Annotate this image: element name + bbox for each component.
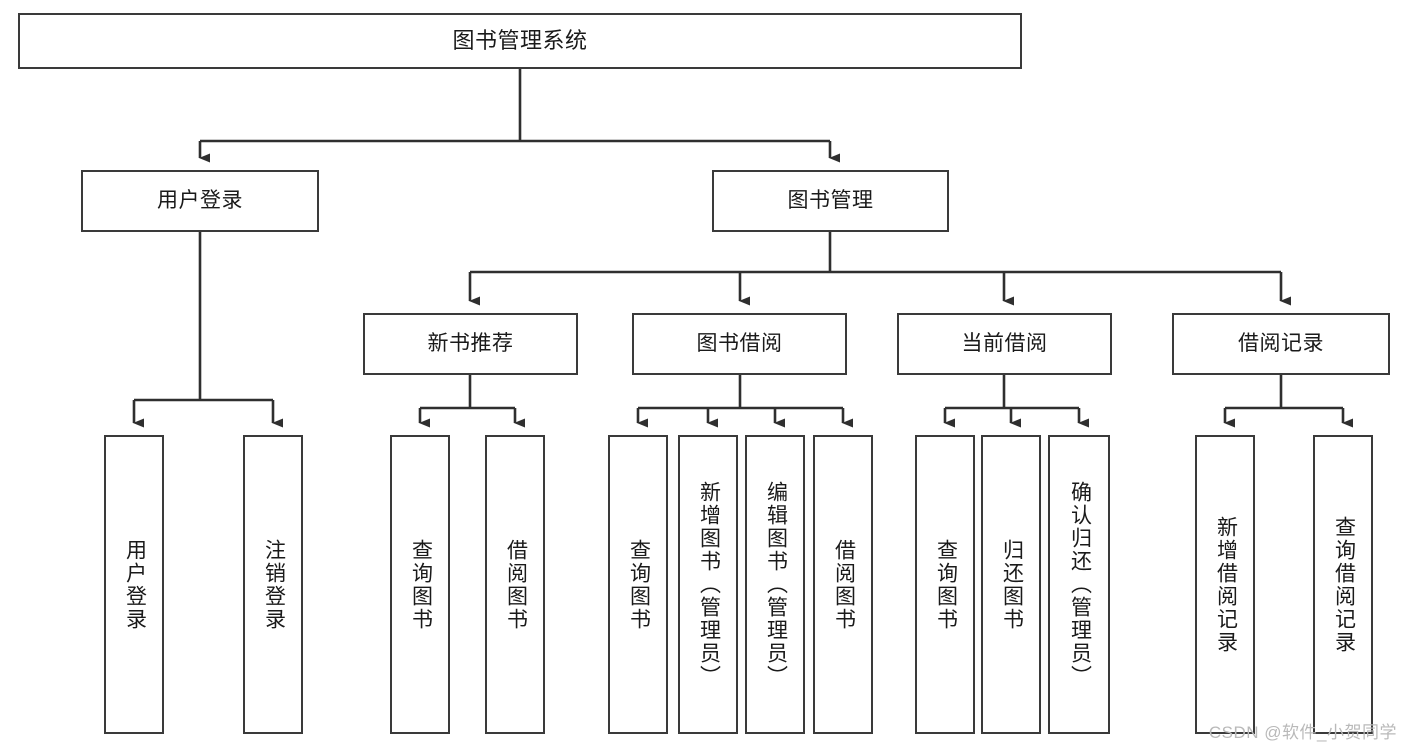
leaf-query-book-1[interactable]: 查询图书 [390, 435, 450, 734]
leaf-add-book[interactable]: 新增图书（管理员） [678, 435, 738, 734]
leaf-add-record-label: 新增借阅记录 [1214, 515, 1238, 654]
leaf-confirm-return[interactable]: 确认归还（管理员） [1048, 435, 1110, 734]
node-book-borrow[interactable]: 图书借阅 [632, 313, 847, 375]
node-book-borrow-label: 图书借阅 [696, 332, 783, 356]
node-user-login[interactable]: 用户登录 [81, 170, 319, 232]
node-book-manage[interactable]: 图书管理 [712, 170, 949, 232]
leaf-query-record[interactable]: 查询借阅记录 [1313, 435, 1373, 734]
node-root-label: 图书管理系统 [452, 27, 588, 53]
leaf-user-login-label: 用户登录 [123, 538, 147, 631]
leaf-borrow-book-2[interactable]: 借阅图书 [813, 435, 873, 734]
leaf-logout-login-label: 注销登录 [262, 538, 286, 631]
csdn-watermark: CSDN @软件_小贺同学 [1208, 723, 1397, 742]
leaf-borrow-book-2-label: 借阅图书 [832, 538, 856, 631]
leaf-confirm-return-label: 确认归还（管理员） [1068, 481, 1092, 688]
leaf-query-book-3[interactable]: 查询图书 [915, 435, 975, 734]
leaf-edit-book[interactable]: 编辑图书（管理员） [745, 435, 805, 734]
leaf-borrow-book-1-label: 借阅图书 [504, 538, 528, 631]
leaf-query-book-3-label: 查询图书 [934, 538, 958, 631]
node-new-book-recommend-label: 新书推荐 [427, 332, 514, 356]
leaf-add-book-label: 新增图书（管理员） [697, 481, 721, 688]
node-user-login-label: 用户登录 [157, 189, 243, 213]
node-new-book-recommend[interactable]: 新书推荐 [363, 313, 578, 375]
leaf-query-record-label: 查询借阅记录 [1332, 515, 1356, 654]
node-root-system[interactable]: 图书管理系统 [18, 13, 1022, 69]
leaf-edit-book-label: 编辑图书（管理员） [764, 481, 788, 688]
leaf-return-book[interactable]: 归还图书 [981, 435, 1041, 734]
leaf-add-record[interactable]: 新增借阅记录 [1195, 435, 1255, 734]
leaf-query-book-2-label: 查询图书 [627, 538, 651, 631]
leaf-query-book-2[interactable]: 查询图书 [608, 435, 668, 734]
node-current-borrow-label: 当前借阅 [961, 332, 1048, 356]
node-borrow-record-label: 借阅记录 [1238, 332, 1324, 356]
leaf-user-login[interactable]: 用户登录 [104, 435, 164, 734]
leaf-return-book-label: 归还图书 [1000, 538, 1024, 631]
node-current-borrow[interactable]: 当前借阅 [897, 313, 1112, 375]
leaf-logout-login[interactable]: 注销登录 [243, 435, 303, 734]
leaf-query-book-1-label: 查询图书 [409, 538, 433, 631]
leaf-borrow-book-1[interactable]: 借阅图书 [485, 435, 545, 734]
node-book-manage-label: 图书管理 [787, 189, 874, 213]
node-borrow-record[interactable]: 借阅记录 [1172, 313, 1390, 375]
